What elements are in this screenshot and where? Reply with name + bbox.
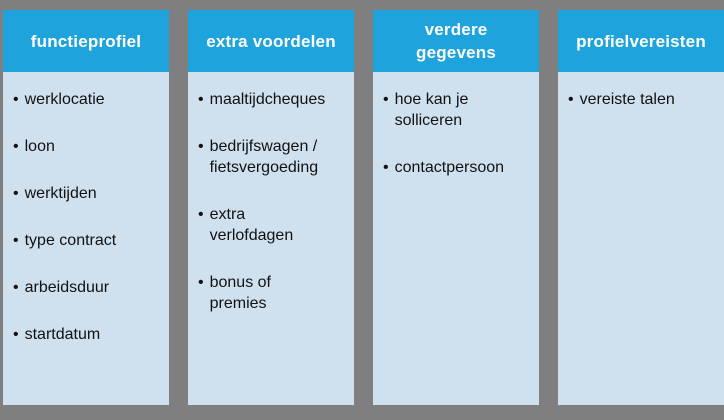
bullet-icon: • bbox=[198, 138, 204, 155]
list-item-label: vereiste talen bbox=[579, 91, 675, 108]
bullet-icon: • bbox=[198, 274, 204, 291]
bullet-icon: • bbox=[13, 138, 19, 155]
bullet-list: • werklocatie • loon • werktijden • type con… bbox=[13, 89, 163, 345]
bullet-list: • vereiste talen bbox=[568, 89, 718, 110]
list-item-label: loon bbox=[24, 138, 55, 155]
list-item-label: bedrijfswagen / fietsvergoeding bbox=[209, 138, 319, 176]
bullet-icon: • bbox=[13, 326, 19, 343]
list-item-label: startdatum bbox=[24, 326, 101, 343]
bullet-icon: • bbox=[383, 159, 389, 176]
list-item-label: contactpersoon bbox=[394, 159, 505, 176]
list-item: • extra verlofdagen bbox=[198, 204, 348, 246]
list-item: • type contract bbox=[13, 230, 163, 251]
column-header: functieprofiel bbox=[3, 10, 169, 72]
list-item-label: hoe kan je solliceren bbox=[394, 91, 469, 129]
column-functieprofiel: functieprofiel • werklocatie • loon • werkt… bbox=[3, 10, 169, 405]
bullet-list: • maaltijdcheques • bedrijfswagen / fietsv… bbox=[198, 89, 348, 314]
list-item-label: werklocatie bbox=[24, 91, 105, 108]
bullet-icon: • bbox=[198, 91, 204, 108]
column-header: profielvereisten bbox=[558, 10, 724, 72]
bullet-list: • hoe kan je solliceren • contactpersoon bbox=[383, 89, 533, 178]
list-item-label: werktijden bbox=[24, 185, 97, 202]
list-item: • bonus of premies bbox=[198, 272, 348, 314]
bullet-icon: • bbox=[198, 206, 204, 223]
column-body: • vereiste talen bbox=[558, 72, 724, 405]
list-item: • werktijden bbox=[13, 183, 163, 204]
list-item: • vereiste talen bbox=[568, 89, 718, 110]
column-header: extra voordelen bbox=[188, 10, 354, 72]
column-header: verdere gegevens bbox=[373, 10, 539, 72]
list-item-label: arbeidsduur bbox=[24, 279, 110, 296]
list-item: • arbeidsduur bbox=[13, 277, 163, 298]
list-item-label: maaltijdcheques bbox=[209, 91, 326, 108]
column-extra-voordelen: extra voordelen • maaltijdcheques • bedrij… bbox=[188, 10, 354, 405]
column-body: • werklocatie • loon • werktijden • type con… bbox=[3, 72, 169, 405]
column-verdere-gegevens: verdere gegevens • hoe kan je solliceren … bbox=[373, 10, 539, 405]
bullet-icon: • bbox=[13, 232, 19, 249]
column-body: • hoe kan je solliceren • contactpersoon bbox=[373, 72, 539, 405]
column-body: • maaltijdcheques • bedrijfswagen / fietsv… bbox=[188, 72, 354, 405]
list-item: • werklocatie bbox=[13, 89, 163, 110]
bullet-icon: • bbox=[568, 91, 574, 108]
list-item: • startdatum bbox=[13, 324, 163, 345]
list-item: • hoe kan je solliceren bbox=[383, 89, 533, 131]
list-item: • contactpersoon bbox=[383, 157, 533, 178]
list-item: • maaltijdcheques bbox=[198, 89, 348, 110]
bullet-icon: • bbox=[13, 91, 19, 108]
list-item-label: bonus of premies bbox=[209, 274, 271, 312]
bullet-icon: • bbox=[13, 185, 19, 202]
list-item: • bedrijfswagen / fietsvergoeding bbox=[198, 136, 348, 178]
bullet-icon: • bbox=[13, 279, 19, 296]
list-item-label: extra verlofdagen bbox=[209, 206, 294, 244]
column-profielvereisten: profielvereisten • vereiste talen bbox=[558, 10, 724, 405]
bullet-icon: • bbox=[383, 91, 389, 108]
list-item: • loon bbox=[13, 136, 163, 157]
list-item-label: type contract bbox=[24, 232, 117, 249]
